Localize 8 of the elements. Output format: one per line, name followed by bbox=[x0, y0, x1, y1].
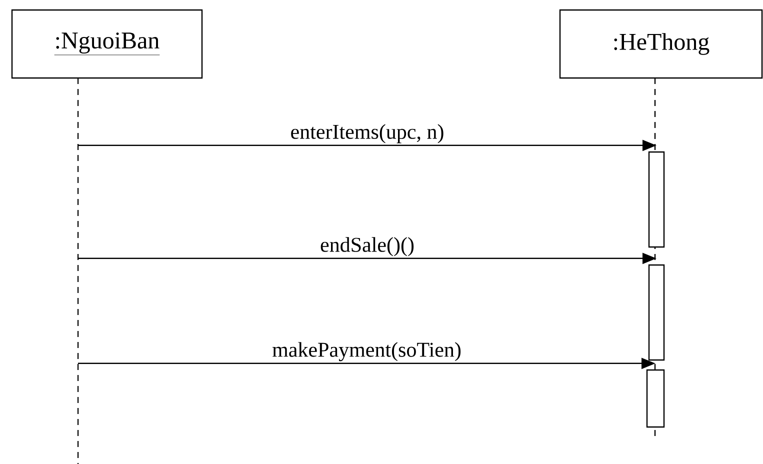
activation-bar bbox=[648, 264, 665, 361]
lifeline-head-box: :NguoiBan bbox=[11, 9, 203, 79]
lifeline-head-box: :HeThong bbox=[559, 9, 763, 79]
activation-bar bbox=[648, 151, 665, 248]
edge-label: makePayment(soTien) bbox=[271, 341, 462, 362]
activation-bar bbox=[646, 369, 665, 428]
edge-label: enterItems(upc, n) bbox=[289, 123, 446, 144]
edge-label: endSale()() bbox=[319, 236, 416, 258]
